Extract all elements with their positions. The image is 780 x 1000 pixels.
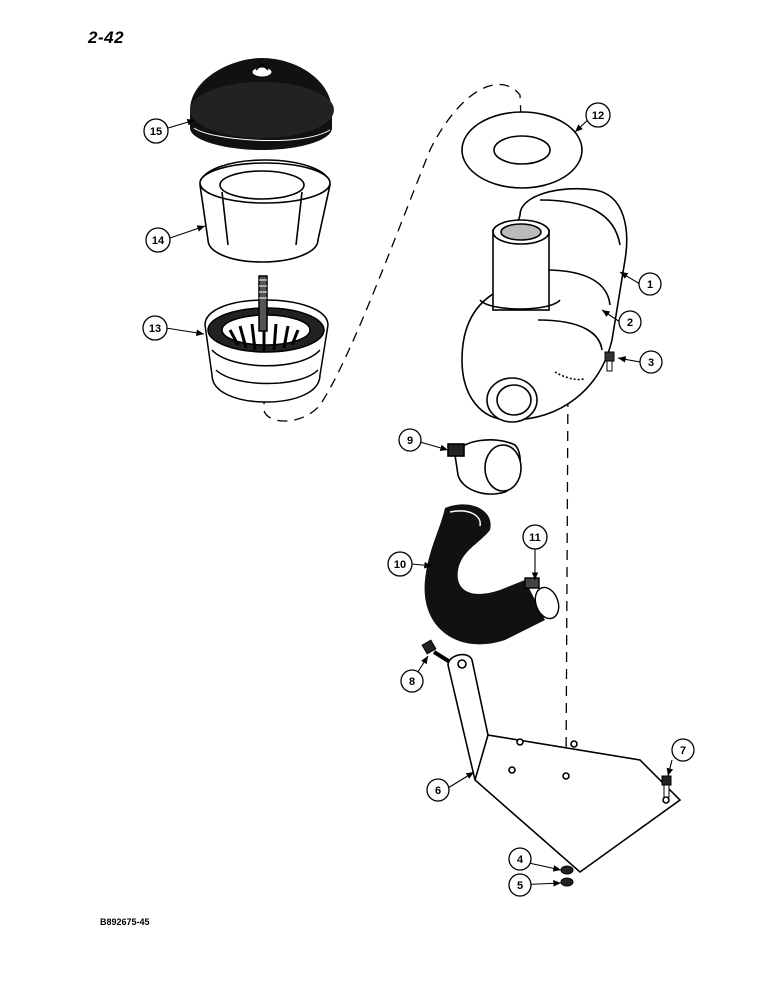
cover-part — [190, 58, 334, 150]
callout-15: 15 — [143, 118, 169, 144]
hose-clamp-11-part — [524, 577, 560, 620]
callout-10-label: 10 — [394, 559, 406, 571]
elbow-hose-part — [424, 504, 545, 645]
figure-code: B892675-45 — [100, 917, 150, 927]
callout-2: 2 — [618, 310, 642, 334]
callout-5: 5 — [508, 873, 532, 897]
callout-9: 9 — [398, 428, 422, 452]
air-cleaner-housing-part — [461, 187, 628, 423]
callout-15-label: 15 — [150, 126, 162, 138]
callout-12-label: 12 — [592, 110, 604, 122]
filter-element-part — [204, 275, 329, 403]
callout-2-label: 2 — [627, 317, 633, 329]
bolt-3-part — [604, 351, 615, 372]
callout-14-label: 14 — [152, 235, 165, 247]
callout-1-label: 1 — [647, 279, 653, 291]
callout-13: 13 — [142, 315, 168, 341]
callout-8-label: 8 — [409, 676, 415, 688]
callout-1: 1 — [638, 272, 662, 296]
hose-clamp-9-part — [447, 439, 522, 495]
callout-7-label: 7 — [680, 745, 686, 757]
callout-3: 3 — [639, 350, 663, 374]
callout-6: 6 — [426, 778, 450, 802]
callout-11: 11 — [522, 524, 548, 550]
callout-11-label: 11 — [529, 532, 541, 544]
callout-9-label: 9 — [407, 435, 413, 447]
callouts: 1 2 3 4 5 6 7 8 — [142, 102, 695, 897]
gasket-part — [461, 111, 583, 189]
callout-13-label: 13 — [149, 323, 161, 335]
callout-12: 12 — [585, 102, 611, 128]
callout-leaders — [165, 117, 674, 887]
bolt-8-part — [421, 639, 452, 664]
mounting-bracket-part — [447, 653, 682, 874]
callout-10: 10 — [387, 551, 413, 577]
callout-6-label: 6 — [435, 785, 441, 797]
callout-5-label: 5 — [517, 880, 523, 892]
callout-4-label: 4 — [517, 854, 524, 866]
callout-8: 8 — [400, 669, 424, 693]
callout-4: 4 — [508, 847, 532, 871]
precleaner-bowl-part — [199, 159, 331, 263]
callout-14: 14 — [145, 227, 171, 253]
callout-3-label: 3 — [648, 357, 654, 369]
page-number: 2-42 — [88, 28, 125, 47]
callout-7: 7 — [671, 738, 695, 762]
